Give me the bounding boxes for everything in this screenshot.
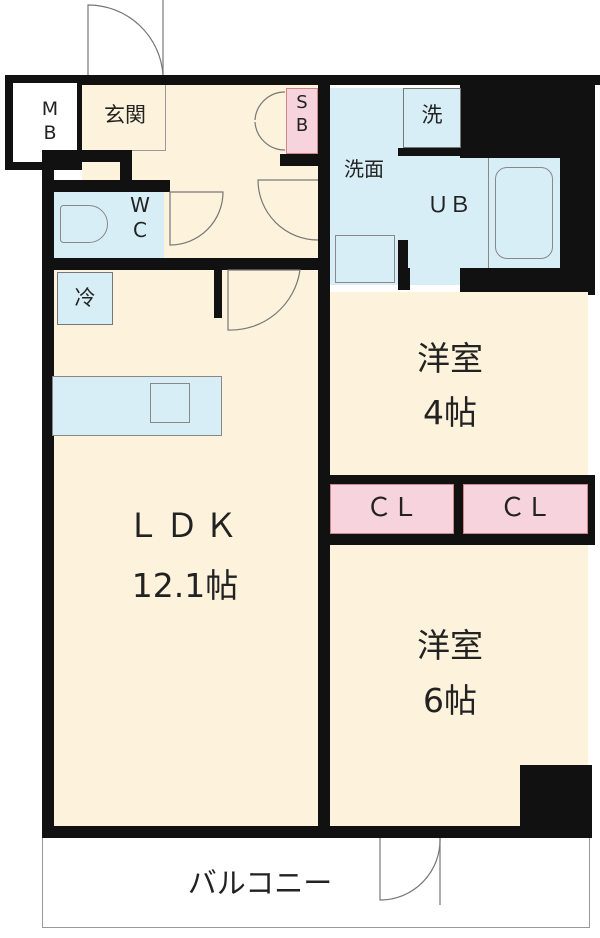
toilet-icon xyxy=(60,205,108,243)
wall-ub-left xyxy=(398,240,410,290)
sink-icon xyxy=(335,235,395,283)
washer-space xyxy=(403,88,461,148)
wall-center xyxy=(318,85,330,840)
wall-ub-top xyxy=(398,148,463,156)
wc-door-icon xyxy=(169,191,224,246)
entrance xyxy=(82,85,166,151)
wall-column xyxy=(520,765,592,830)
wall-left xyxy=(42,160,54,840)
shoe-box-label: S B xyxy=(295,92,309,136)
western4-label: 洋室 xyxy=(417,339,483,378)
western-room-4 xyxy=(330,292,588,475)
ldk-room xyxy=(54,270,318,826)
mb-label: M B xyxy=(41,98,59,144)
kitchen-counter xyxy=(52,376,222,436)
entrance-label: 玄関 xyxy=(104,103,146,127)
closet-1 xyxy=(330,484,454,534)
wall-entrance xyxy=(42,150,132,162)
front-door-icon xyxy=(87,4,164,76)
kitchen-sink-icon xyxy=(150,383,190,423)
ldk-size: 12.1帖 xyxy=(131,566,239,605)
closet-2 xyxy=(463,484,588,534)
bathtub-icon xyxy=(495,167,553,259)
fridge-space xyxy=(57,272,113,325)
western4-size: 4帖 xyxy=(423,393,477,432)
balcony-door-icon xyxy=(379,837,441,901)
unit-bath xyxy=(408,158,560,268)
closet2-label: ＣＬ xyxy=(499,493,552,523)
wall-bottom xyxy=(42,826,592,838)
wall-wc-top xyxy=(42,180,170,192)
western6-size: 6帖 xyxy=(423,681,477,720)
ldk-door-icon xyxy=(227,269,301,331)
sb-door-icon xyxy=(254,91,286,151)
wall-kitchen xyxy=(214,268,222,318)
balcony-label: バルコニー xyxy=(187,866,333,900)
toilet-label: W C xyxy=(130,193,150,242)
closet1-label: ＣＬ xyxy=(365,493,418,523)
wall-ldk-top xyxy=(42,258,332,270)
wall-wc-corner xyxy=(120,150,132,185)
ldk-label: ＬＤＫ xyxy=(126,506,244,545)
fridge-label: 冷 xyxy=(74,286,96,310)
washroom-door-icon xyxy=(257,179,319,241)
shoe-box xyxy=(286,88,318,154)
washroom-label: 洗面 xyxy=(344,157,384,181)
western6-label: 洋室 xyxy=(417,626,483,665)
wall-sb xyxy=(280,154,320,166)
balcony xyxy=(42,838,590,928)
bathtub-area xyxy=(488,158,560,268)
wall-top xyxy=(5,75,600,85)
bath-label: ＵＢ xyxy=(426,193,471,218)
washer-label: 洗 xyxy=(421,103,443,127)
